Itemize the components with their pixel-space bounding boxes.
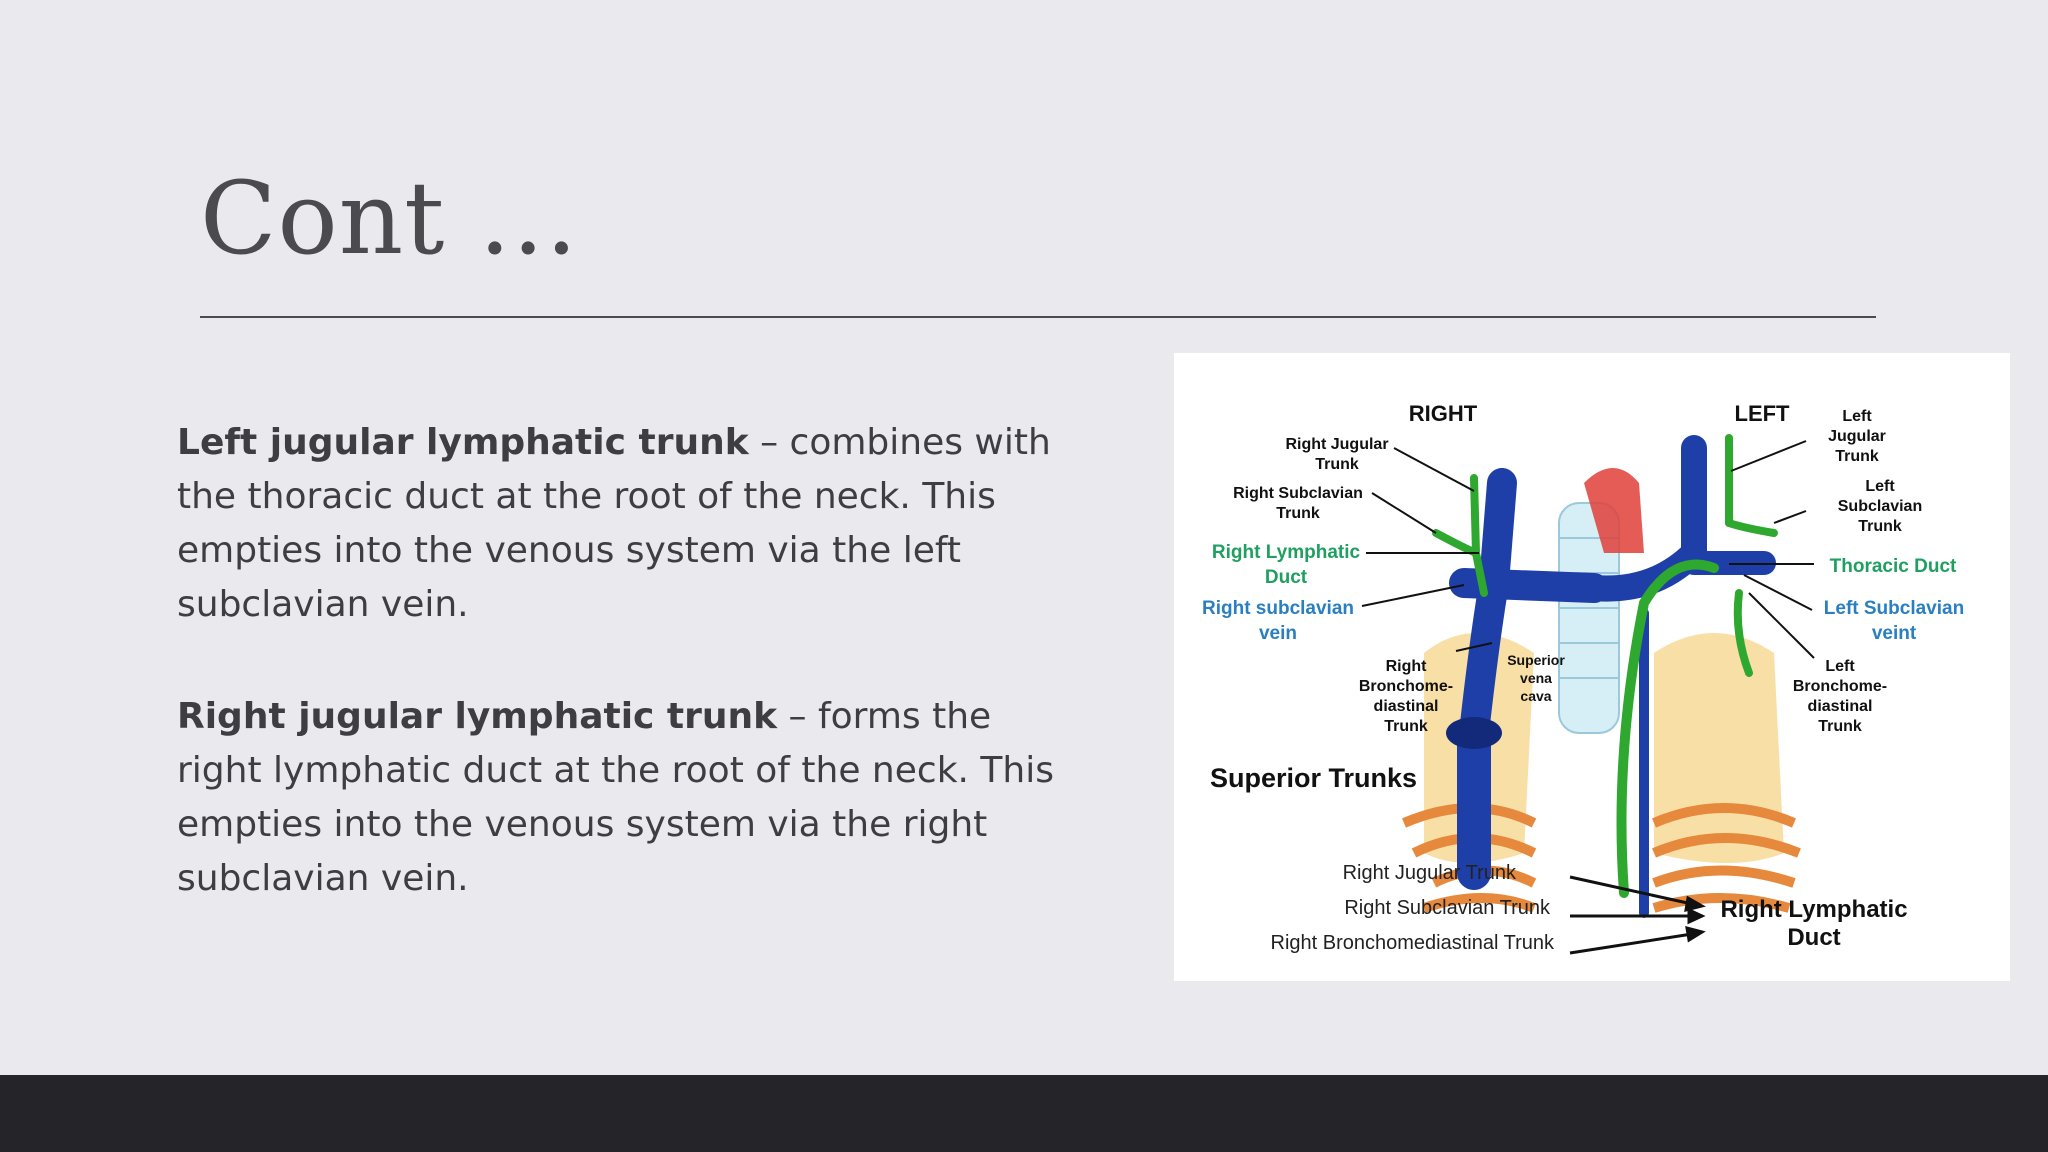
legend-item-right-subclavian: Right Subclavian Trunk xyxy=(1344,897,1551,919)
label-right-lymphatic-1: Right Lymphatic xyxy=(1212,542,1361,563)
legend-item-right-broncho: Right Bronchomediastinal Trunk xyxy=(1271,932,1555,954)
label-right-subclavian-vein-2: vein xyxy=(1259,623,1297,644)
title-divider xyxy=(200,316,1876,318)
legend-item-right-jugular: Right Jugular Trunk xyxy=(1343,862,1517,884)
desc-right-jugular: – forms the right lymphatic duct at the … xyxy=(177,696,1054,899)
legend-target-2: Duct xyxy=(1787,924,1840,951)
label-left-subclavian-2: Subclavian xyxy=(1838,498,1922,515)
label-left-side: LEFT xyxy=(1735,401,1791,426)
slide-title: Cont … xyxy=(200,160,580,277)
label-left-subclavian-1: Left xyxy=(1865,478,1895,495)
label-left-broncho-2: Bronchome- xyxy=(1793,678,1887,695)
label-svc-1: Superior xyxy=(1507,652,1565,668)
svc-opening xyxy=(1446,717,1502,749)
label-right-subclavian-2: Trunk xyxy=(1276,505,1320,522)
label-right-jugular-2: Trunk xyxy=(1315,456,1359,473)
legend-target-1: Right Lymphatic xyxy=(1720,896,1907,923)
label-svc-2: vena xyxy=(1520,670,1552,686)
paragraph-right-jugular: Right jugular lymphatic trunk – forms th… xyxy=(177,690,1077,906)
label-left-broncho-4: Trunk xyxy=(1818,718,1862,735)
label-right-jugular-1: Right Jugular xyxy=(1285,436,1388,453)
label-left-subclavian-3: Trunk xyxy=(1858,518,1902,535)
label-left-subclavian-vein-2: veint xyxy=(1872,623,1917,644)
leader-lines xyxy=(1361,440,1815,659)
lymphatic-vessels xyxy=(1432,434,1778,898)
label-thoracic-duct: Thoracic Duct xyxy=(1830,556,1957,577)
term-left-jugular: Left jugular lymphatic trunk xyxy=(177,422,749,463)
label-left-subclavian-vein-1: Left Subclavian xyxy=(1824,598,1964,619)
trachea xyxy=(1558,502,1620,734)
lymphatic-trunks-figure: RIGHT LEFT Right Jugular Trunk Right Sub… xyxy=(1174,353,2010,981)
label-right-lymphatic-2: Duct xyxy=(1265,567,1308,588)
paragraph-left-jugular: Left jugular lymphatic trunk – combines … xyxy=(177,416,1077,632)
label-right-subclavian-vein-1: Right subclavian xyxy=(1202,598,1354,619)
anatomy-illustration: RIGHT LEFT Right Jugular Trunk Right Sub… xyxy=(1202,401,1964,955)
label-right-side: RIGHT xyxy=(1409,401,1478,426)
label-svc-3: cava xyxy=(1520,688,1551,704)
term-right-jugular: Right jugular lymphatic trunk xyxy=(177,696,778,737)
label-right-broncho-4: Trunk xyxy=(1384,718,1428,735)
label-left-broncho-1: Left xyxy=(1825,658,1855,675)
label-left-jugular-3: Trunk xyxy=(1835,448,1879,465)
label-left-broncho-3: diastinal xyxy=(1808,698,1873,715)
label-right-broncho-2: Bronchome- xyxy=(1359,678,1453,695)
desc-left-jugular: – combines with the thoracic duct at the… xyxy=(177,422,1051,625)
label-left-jugular-2: Jugular xyxy=(1828,428,1886,445)
label-left-jugular-1: Left xyxy=(1842,408,1872,425)
footer-bar xyxy=(0,1075,2048,1152)
label-right-broncho-1: Right xyxy=(1386,658,1428,675)
label-right-subclavian-1: Right Subclavian xyxy=(1233,485,1363,502)
legend-arrows xyxy=(1569,875,1706,955)
label-right-broncho-3: diastinal xyxy=(1374,698,1439,715)
label-superior-trunks: Superior Trunks xyxy=(1210,763,1417,793)
neck-muscle xyxy=(1584,468,1644,553)
